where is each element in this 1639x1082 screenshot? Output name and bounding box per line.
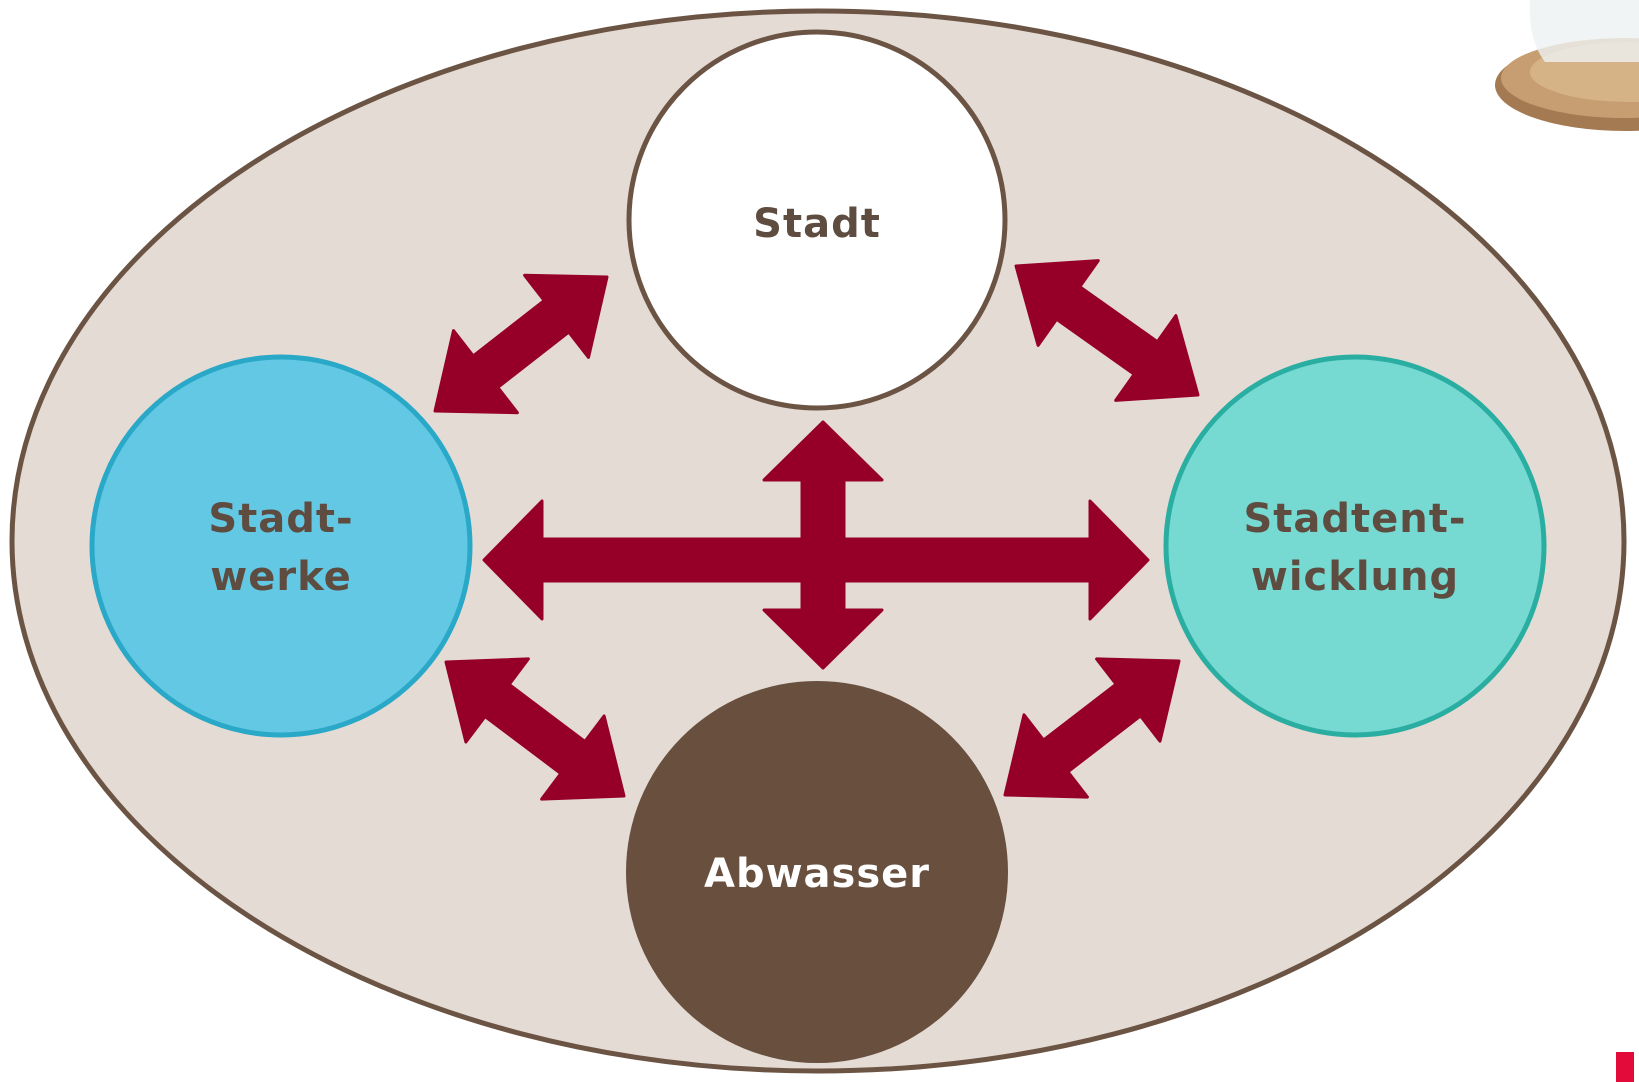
stadtentwicklung-circle — [1163, 354, 1547, 738]
stadtwerke-label-line1: Stadt- — [208, 496, 353, 542]
stadt-label: Stadt — [753, 201, 881, 247]
arrow-stadt-abwasser — [762, 420, 884, 670]
stadtwerke-circle — [89, 354, 473, 738]
arrows-group — [433, 259, 1200, 801]
abwasser-circle — [626, 681, 1008, 1063]
abwasser-label: Abwasser — [704, 851, 930, 897]
arrow-stadt-stadtwerke — [433, 273, 609, 415]
arrow-stadt-stadtentwicklung — [1014, 259, 1200, 402]
arrow-stadtentwicklung-abwasser — [1003, 657, 1181, 799]
stadtentwicklung-label-line2: wicklung — [1251, 554, 1459, 600]
arrow-stadtwerke-abwasser — [444, 657, 626, 801]
corner-marker — [1616, 1052, 1634, 1082]
cake-stand-image — [1495, 0, 1639, 131]
stadt-circle — [626, 29, 1008, 411]
stadtwerke-label-line2: werke — [210, 554, 351, 600]
stadtentwicklung-label-line1: Stadtent- — [1243, 496, 1466, 542]
